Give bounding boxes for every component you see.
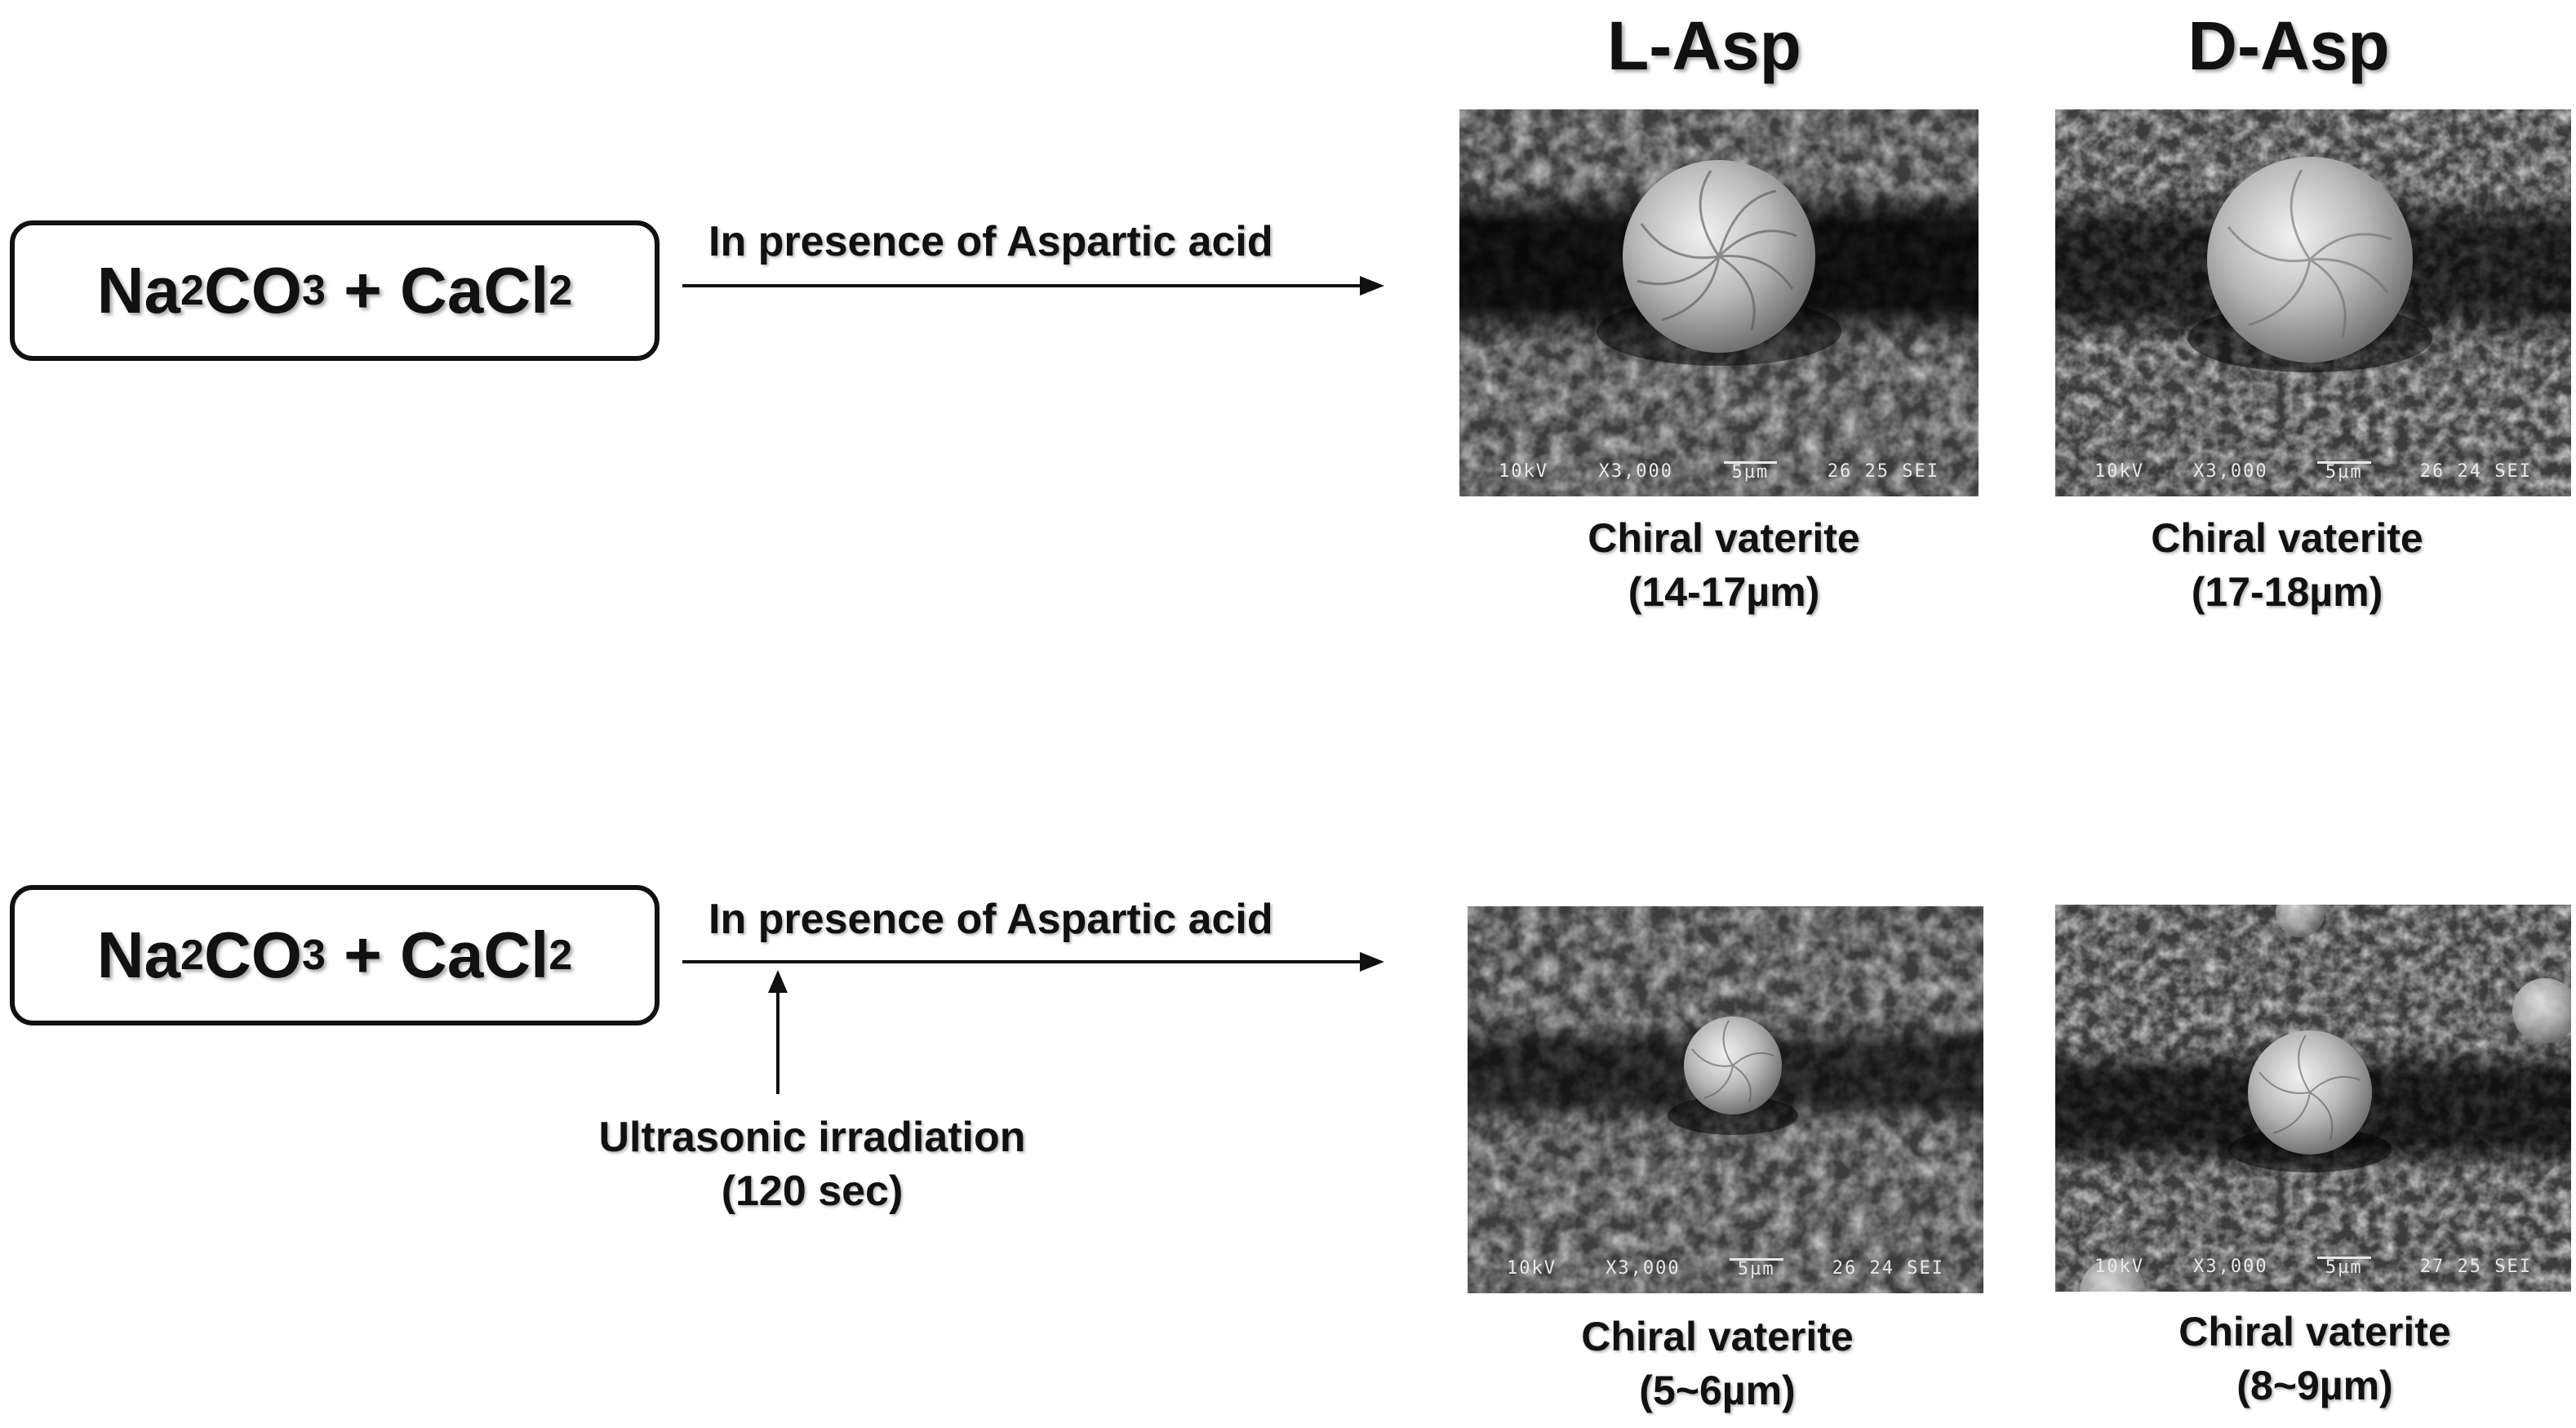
reagent-cacl-subscript: 2 [549,932,573,979]
reaction-arrow-row2 [682,952,1384,972]
sem-scale-bar: 5µm [2316,461,2371,482]
sem-scale-bar: 5µm [2316,1257,2371,1277]
condition-title: Ultrasonic irradiation [598,1114,1026,1161]
reagent-cacl: CaCl [400,919,549,991]
caption-title: Chiral vaterite [1581,1314,1854,1359]
sem-scale-bar: 5µm [1729,1258,1783,1279]
caption-size: (17-18µm) [2191,569,2383,615]
reaction-arrow-row1 [682,276,1384,296]
reagent-na-subscript: 2 [180,267,204,314]
sem-voltage: 10kV [1507,1258,1557,1279]
reagent-co: CO [203,254,302,327]
partial-sphere-bottom [2080,1259,2145,1292]
reagent-cacl-subscript: 2 [549,267,573,314]
sem-databar-d-asp-row1: 10kV X3,000 5µm 26 24 SEI [2055,461,2571,482]
sem-scale-bar: 5µm [1723,461,1778,482]
sem-voltage: 10kV [2094,461,2144,482]
condition-time: (120 sec) [721,1168,904,1215]
sem-id: 26 24 SEI [1832,1258,1944,1279]
caption-size: (14-17µm) [1628,569,1820,615]
partial-sphere-right [2512,978,2571,1043]
reagent-co-subscript: 3 [301,267,326,314]
caption-d-asp-row1: Chiral vaterite (17-18µm) [2059,511,2516,619]
sem-voltage: 10kV [1499,461,1548,482]
column-header-l-asp: L-Asp [1607,7,1801,84]
ultrasonic-input-arrow [768,970,788,1094]
sem-databar-l-asp-row2: 10kV X3,000 5µm 26 24 SEI [1468,1258,1983,1279]
ultrasonic-condition-label: Ultrasonic irradiation (120 sec) [571,1110,1053,1218]
reagent-cacl: CaCl [400,254,549,327]
sem-voltage: 10kV [2094,1257,2144,1277]
caption-size: (8~9µm) [2236,1363,2393,1408]
reagent-plus: + [325,919,401,991]
reagent-na: Na [96,254,181,327]
sem-magnification: X3,000 [1606,1258,1681,1279]
partial-sphere-top [2276,905,2325,937]
sem-databar-l-asp-row1: 10kV X3,000 5µm 26 25 SEI [1459,461,1979,482]
sem-magnification: X3,000 [1598,461,1673,482]
sem-magnification: X3,000 [2193,461,2268,482]
reagent-co: CO [203,919,302,991]
sem-magnification: X3,000 [2193,1257,2268,1277]
reagent-na: Na [96,919,181,991]
sem-image-l-asp-row1: 10kV X3,000 5µm 26 25 SEI [1459,109,1979,496]
caption-title: Chiral vaterite [1588,515,1860,561]
caption-title: Chiral vaterite [2178,1309,2451,1355]
sem-databar-d-asp-row2: 10kV X3,000 5µm 27 25 SEI [2055,1257,2571,1277]
sem-image-l-asp-row2: 10kV X3,000 5µm 26 24 SEI [1468,906,1983,1293]
column-header-d-asp: D-Asp [2187,7,2390,84]
sem-id: 26 24 SEI [2419,461,2532,482]
arrow-label-row1: In presence of Aspartic acid [708,218,1273,265]
caption-l-asp-row2: Chiral vaterite (5~6µm) [1489,1310,1946,1417]
caption-d-asp-row2: Chiral vaterite (8~9µm) [2086,1305,2543,1412]
sem-image-d-asp-row2: 10kV X3,000 5µm 27 25 SEI [2055,905,2571,1292]
sem-image-d-asp-row1: 10kV X3,000 5µm 26 24 SEI [2055,109,2571,496]
caption-size: (5~6µm) [1639,1368,1796,1413]
sem-id: 27 25 SEI [2419,1257,2532,1277]
reagent-plus: + [325,254,401,327]
caption-title: Chiral vaterite [2151,515,2423,561]
sem-id: 26 25 SEI [1827,461,1939,482]
reagent-na-subscript: 2 [180,932,204,979]
reagent-co-subscript: 3 [301,932,326,979]
caption-l-asp-row1: Chiral vaterite (14-17µm) [1495,511,1952,619]
arrow-label-row2: In presence of Aspartic acid [708,896,1273,943]
